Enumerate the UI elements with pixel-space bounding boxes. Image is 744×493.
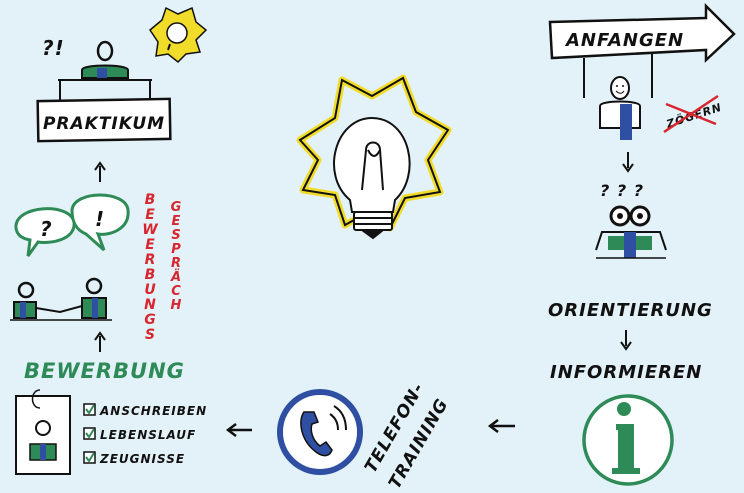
- arrow-left-icon-2: [487, 419, 515, 433]
- praktikum-section: ?! PRAKTIKUM: [36, 6, 208, 143]
- arrow-down-icon-2: [620, 330, 632, 351]
- svg-text:?: ?: [40, 217, 53, 241]
- arrow-up-icon-2: [94, 331, 106, 352]
- person-holding-sign-icon: [599, 76, 641, 140]
- arrow-down-icon: [622, 152, 634, 173]
- checklist-item-label: ZEUGNISSE: [99, 452, 185, 466]
- checklist-item-label: ANSCHREIBEN: [99, 404, 207, 418]
- arrow-up-icon: [94, 161, 106, 182]
- phone-icon: [277, 389, 363, 475]
- arrow-sign-icon: ANFANGEN: [548, 2, 736, 98]
- orientierung-section: ? ? ? ORIENTIERUNG: [548, 181, 713, 321]
- anfangen-label: ANFANGEN: [564, 30, 684, 51]
- small-lightbulb-icon: [149, 6, 208, 64]
- checklist-item: ANSCHREIBEN: [83, 403, 207, 418]
- center-lightbulb-icon: [296, 74, 452, 240]
- person-at-desk-icon: [81, 40, 129, 79]
- interview-section: ? ! BEWERBUNGS GESPRÄCH: [10, 192, 184, 342]
- informieren-label: INFORMIEREN: [550, 362, 702, 383]
- checkbox-checked-icon: [83, 427, 96, 440]
- bewerbungs-vertical-text: BEWERBUNGS: [142, 192, 158, 342]
- checklist-item: LEBENSLAUF: [83, 427, 196, 442]
- gespraech-vertical-text: GESPRÄCH: [169, 200, 184, 312]
- svg-text:!: !: [95, 207, 105, 231]
- checkbox-checked-icon: [83, 403, 96, 416]
- checklist-item-label: LEBENSLAUF: [100, 428, 196, 442]
- checklist-item: ZEUGNISSE: [83, 451, 185, 466]
- praktikum-label: PRAKTIKUM: [43, 114, 165, 134]
- praktikum-question-marks: ?!: [42, 36, 65, 60]
- bewerbung-title: BEWERBUNG: [24, 359, 185, 383]
- speech-bubbles-icon: ? !: [14, 193, 130, 257]
- checklist: ANSCHREIBEN LEBENSLAUF ZEUGNISSE: [83, 403, 207, 466]
- checkbox-checked-icon: [83, 451, 96, 464]
- praktikum-sign: PRAKTIKUM: [36, 79, 172, 143]
- orientierung-label: ORIENTIERUNG: [548, 300, 713, 321]
- person-with-binoculars-icon: [595, 205, 667, 259]
- anfangen-section: ANFANGEN ZÖGERN: [548, 2, 736, 140]
- informieren-section: INFORMIEREN: [550, 362, 702, 486]
- handshake-people-icon: [10, 277, 112, 321]
- zoegern-crossed: ZÖGERN: [663, 94, 724, 134]
- orientierung-question-marks: ? ? ?: [600, 181, 644, 200]
- bewerbung-section: BEWERBUNG ANSCHREIBEN LEBENSLAUF ZEUG: [15, 359, 207, 475]
- telefontraining-section: TELEFON- TRAINING: [277, 379, 453, 493]
- arrow-left-icon: [225, 423, 252, 437]
- info-icon: [582, 394, 674, 486]
- resume-document-icon: [15, 389, 71, 475]
